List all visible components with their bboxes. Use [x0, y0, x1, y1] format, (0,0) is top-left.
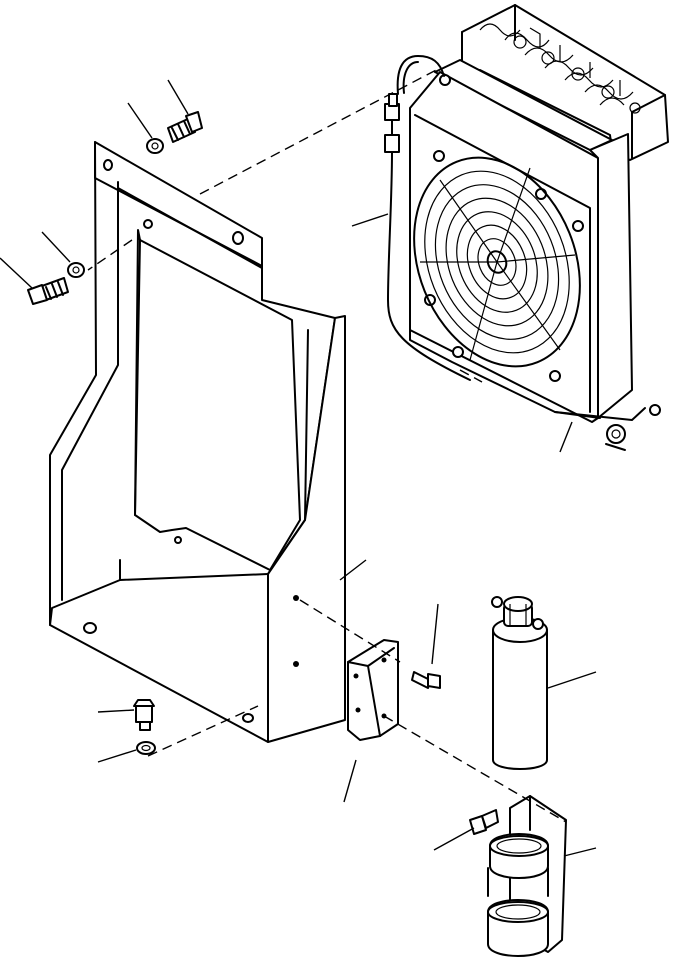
- bolt-bottom: [133, 699, 155, 731]
- washer-bottom: [136, 741, 156, 755]
- callout-14: [563, 847, 597, 857]
- mounting-bracket: [347, 639, 399, 741]
- bolt-left: [27, 277, 69, 305]
- callout-3: [41, 231, 71, 263]
- callout-leaders: [0, 79, 597, 857]
- fan-guard: [413, 156, 581, 368]
- washer-top: [146, 138, 164, 154]
- callout-2: [127, 102, 153, 139]
- bolt-clamp: [469, 809, 499, 835]
- bolt-bracket: [411, 671, 441, 689]
- assembly-lines: [87, 67, 567, 823]
- coil-tubes: [479, 23, 641, 114]
- receiver-drier: [491, 596, 548, 770]
- drier-clamp-bracket: [487, 795, 567, 957]
- callout-4: [0, 257, 33, 289]
- callout-6: [559, 421, 573, 453]
- callout-7: [339, 559, 367, 581]
- electrical-connector: [384, 55, 471, 381]
- mounting-nut: [605, 424, 626, 451]
- callout-13: [433, 827, 475, 851]
- condenser-fan-unit: [409, 4, 669, 451]
- callout-11: [97, 749, 137, 763]
- bolt-top: [167, 111, 203, 143]
- mounting-holes: [83, 159, 299, 723]
- callout-1: [167, 79, 189, 115]
- callout-12: [343, 759, 357, 803]
- mounting-cover: [49, 141, 346, 743]
- callout-10: [97, 709, 135, 713]
- washer-left: [67, 262, 85, 278]
- callout-8: [431, 603, 439, 665]
- callout-5: [351, 213, 389, 227]
- callout-9: [547, 671, 597, 689]
